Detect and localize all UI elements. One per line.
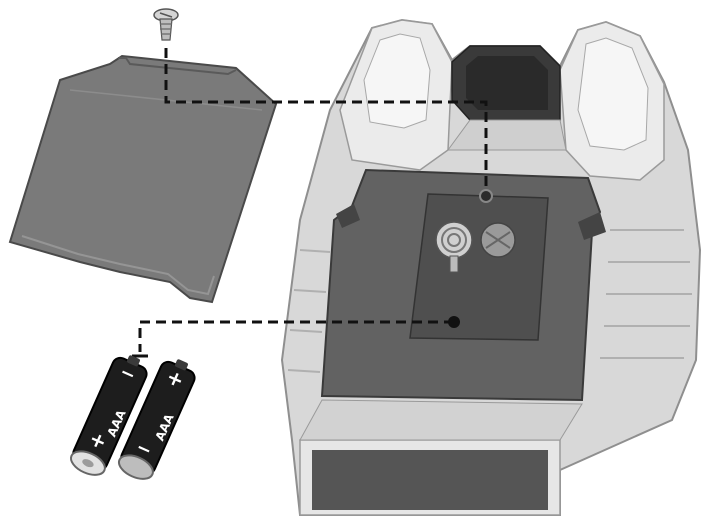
meter-shoulder [447,119,567,151]
screw-guide-line [164,48,488,186]
meter-lower-face [299,399,583,441]
battery-aaa-silver: + AAA − [117,359,196,480]
compartment-tab-right [578,212,606,240]
compartment-floor [409,193,549,341]
bumper-dark-band [312,450,548,510]
battery-cover-icon [8,54,278,304]
meter-side-grip [600,229,692,359]
compartment-tab-left [336,204,360,228]
assembly-guide-lines [138,48,488,352]
multimeter-back-icon [280,18,702,516]
battery-end-cap [117,454,154,480]
right-ridge-face [577,37,649,151]
battery-guide-line [138,320,454,352]
meter-left-grip [287,249,331,373]
screw-icon [153,8,179,41]
guide-target-dot [448,316,460,328]
battery-contact-icon [480,222,516,258]
left-ridge-face [363,33,431,129]
connector-inner [466,56,548,110]
battery-spring-icon [435,221,473,273]
screw-hole-icon [479,189,493,203]
